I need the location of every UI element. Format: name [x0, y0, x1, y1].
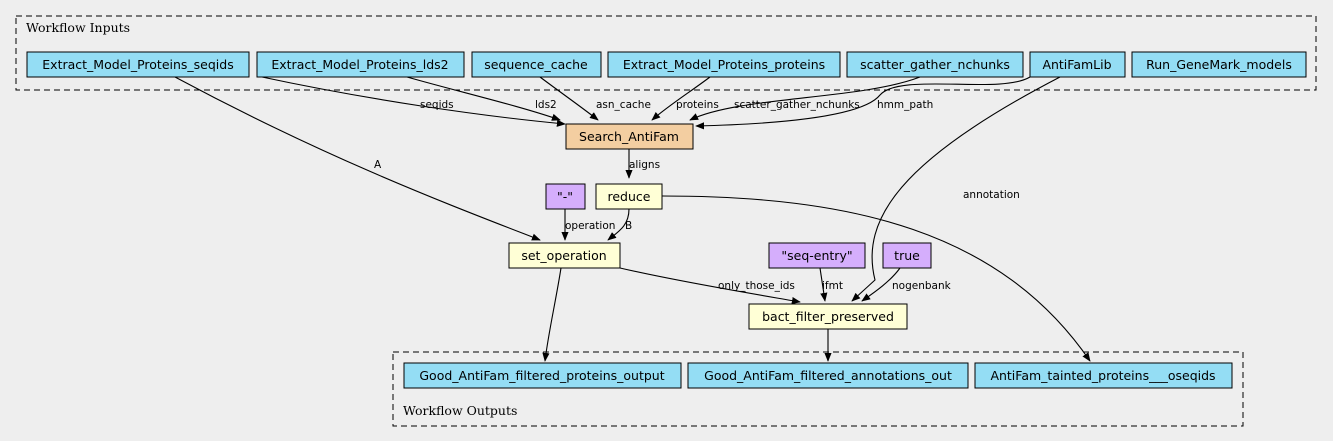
label-A: A: [374, 159, 382, 171]
node-label: Search_AntiFam: [579, 129, 679, 144]
step-node-reduce[interactable]: reduce: [595, 183, 663, 210]
node-label: Extract_Model_Proteins_lds2: [271, 57, 448, 72]
node-label: Run_GeneMark_models: [1146, 57, 1292, 72]
step-node-set-operation[interactable]: set_operation: [508, 242, 621, 269]
workflow-inputs-label: Workflow Inputs: [26, 20, 130, 35]
node-label: Good_AntiFam_filtered_proteins_output: [419, 368, 664, 383]
input-node-run-genemark-models[interactable]: Run_GeneMark_models: [1131, 51, 1307, 78]
edge-asn-cache: [539, 76, 599, 121]
node-label: Extract_Model_Proteins_proteins: [623, 57, 825, 72]
output-node-antifam-tainted-proteins-oseqids[interactable]: AntiFam_tainted_proteins___oseqids: [974, 362, 1233, 389]
node-label: set_operation: [521, 248, 606, 263]
edge-scatter-gather-nchunks: [689, 76, 921, 121]
node-label: Good_AntiFam_filtered_annotations_out: [704, 368, 952, 383]
label-annotation: annotation: [963, 189, 1020, 201]
edge-seqids: [261, 76, 566, 127]
label-B: B: [625, 220, 632, 232]
constant-node-seq-entry[interactable]: "seq-entry": [768, 242, 866, 269]
edge-hmm-path: [695, 76, 1031, 130]
node-label: true: [894, 248, 920, 263]
label-only-those-ids: only_those_ids: [718, 280, 795, 292]
edge-A: [174, 76, 541, 241]
constant-node-dash[interactable]: "-": [545, 183, 586, 210]
label-nogenbank: nogenbank: [892, 280, 952, 292]
input-node-antifamlib[interactable]: AntiFamLib: [1029, 51, 1126, 78]
edge-labels: seqids lds2 asn_cache proteins scatter_g…: [374, 99, 1020, 292]
node-label: sequence_cache: [484, 57, 588, 72]
output-node-good-antifam-filtered-annotations-out[interactable]: Good_AntiFam_filtered_annotations_out: [687, 362, 969, 389]
node-label: AntiFam_tainted_proteins___oseqids: [990, 368, 1215, 383]
input-node-extract-model-proteins-seqids[interactable]: Extract_Model_Proteins_seqids: [26, 51, 250, 78]
edge-only-those-ids: [619, 267, 801, 305]
node-label: Extract_Model_Proteins_seqids: [42, 57, 233, 72]
node-label: AntiFamLib: [1042, 57, 1111, 72]
workflow-outputs-cluster: Workflow Outputs: [392, 351, 1244, 427]
input-node-extract-model-proteins-lds2[interactable]: Extract_Model_Proteins_lds2: [256, 51, 465, 78]
edge-reduce-output: [661, 195, 1091, 362]
label-asn-cache: asn_cache: [596, 99, 651, 111]
label-ifmt: ifmt: [822, 280, 843, 292]
label-lds2: lds2: [535, 99, 557, 111]
edge-lds2: [406, 76, 561, 121]
output-node-good-antifam-filtered-proteins-output[interactable]: Good_AntiFam_filtered_proteins_output: [403, 362, 682, 389]
label-proteins: proteins: [676, 99, 719, 111]
workflow-inputs-cluster: Workflow Inputs: [15, 15, 1317, 91]
input-node-extract-model-proteins-proteins[interactable]: Extract_Model_Proteins_proteins: [607, 51, 841, 78]
label-scatter-gather-nchunks: scatter_gather_nchunks: [734, 99, 860, 111]
edge-ifmt: [819, 267, 828, 302]
label-aligns: aligns: [629, 159, 660, 171]
label-hmm-path: hmm_path: [877, 99, 933, 111]
node-label: reduce: [608, 189, 651, 204]
step-node-search-antifam[interactable]: Search_AntiFam: [565, 123, 694, 150]
edges: [174, 76, 1091, 362]
node-label: "-": [557, 189, 573, 204]
edge-nogenbank: [861, 267, 901, 302]
label-seqids: seqids: [420, 99, 454, 111]
node-label: "seq-entry": [781, 248, 852, 263]
constant-node-true[interactable]: true: [882, 242, 932, 269]
workflow-outputs-label: Workflow Outputs: [403, 403, 517, 418]
edge-proteins: [651, 76, 711, 121]
edge-annotation: [851, 76, 1061, 302]
step-node-bact-filter-preserved[interactable]: bact_filter_preserved: [748, 303, 908, 330]
edge-set-operation-output: [542, 267, 562, 362]
edge-B: [607, 208, 630, 241]
node-label: bact_filter_preserved: [762, 309, 894, 324]
label-operation: operation: [565, 220, 615, 232]
node-label: scatter_gather_nchunks: [860, 57, 1010, 72]
input-node-scatter-gather-nchunks[interactable]: scatter_gather_nchunks: [846, 51, 1024, 78]
input-node-sequence-cache[interactable]: sequence_cache: [471, 51, 602, 78]
